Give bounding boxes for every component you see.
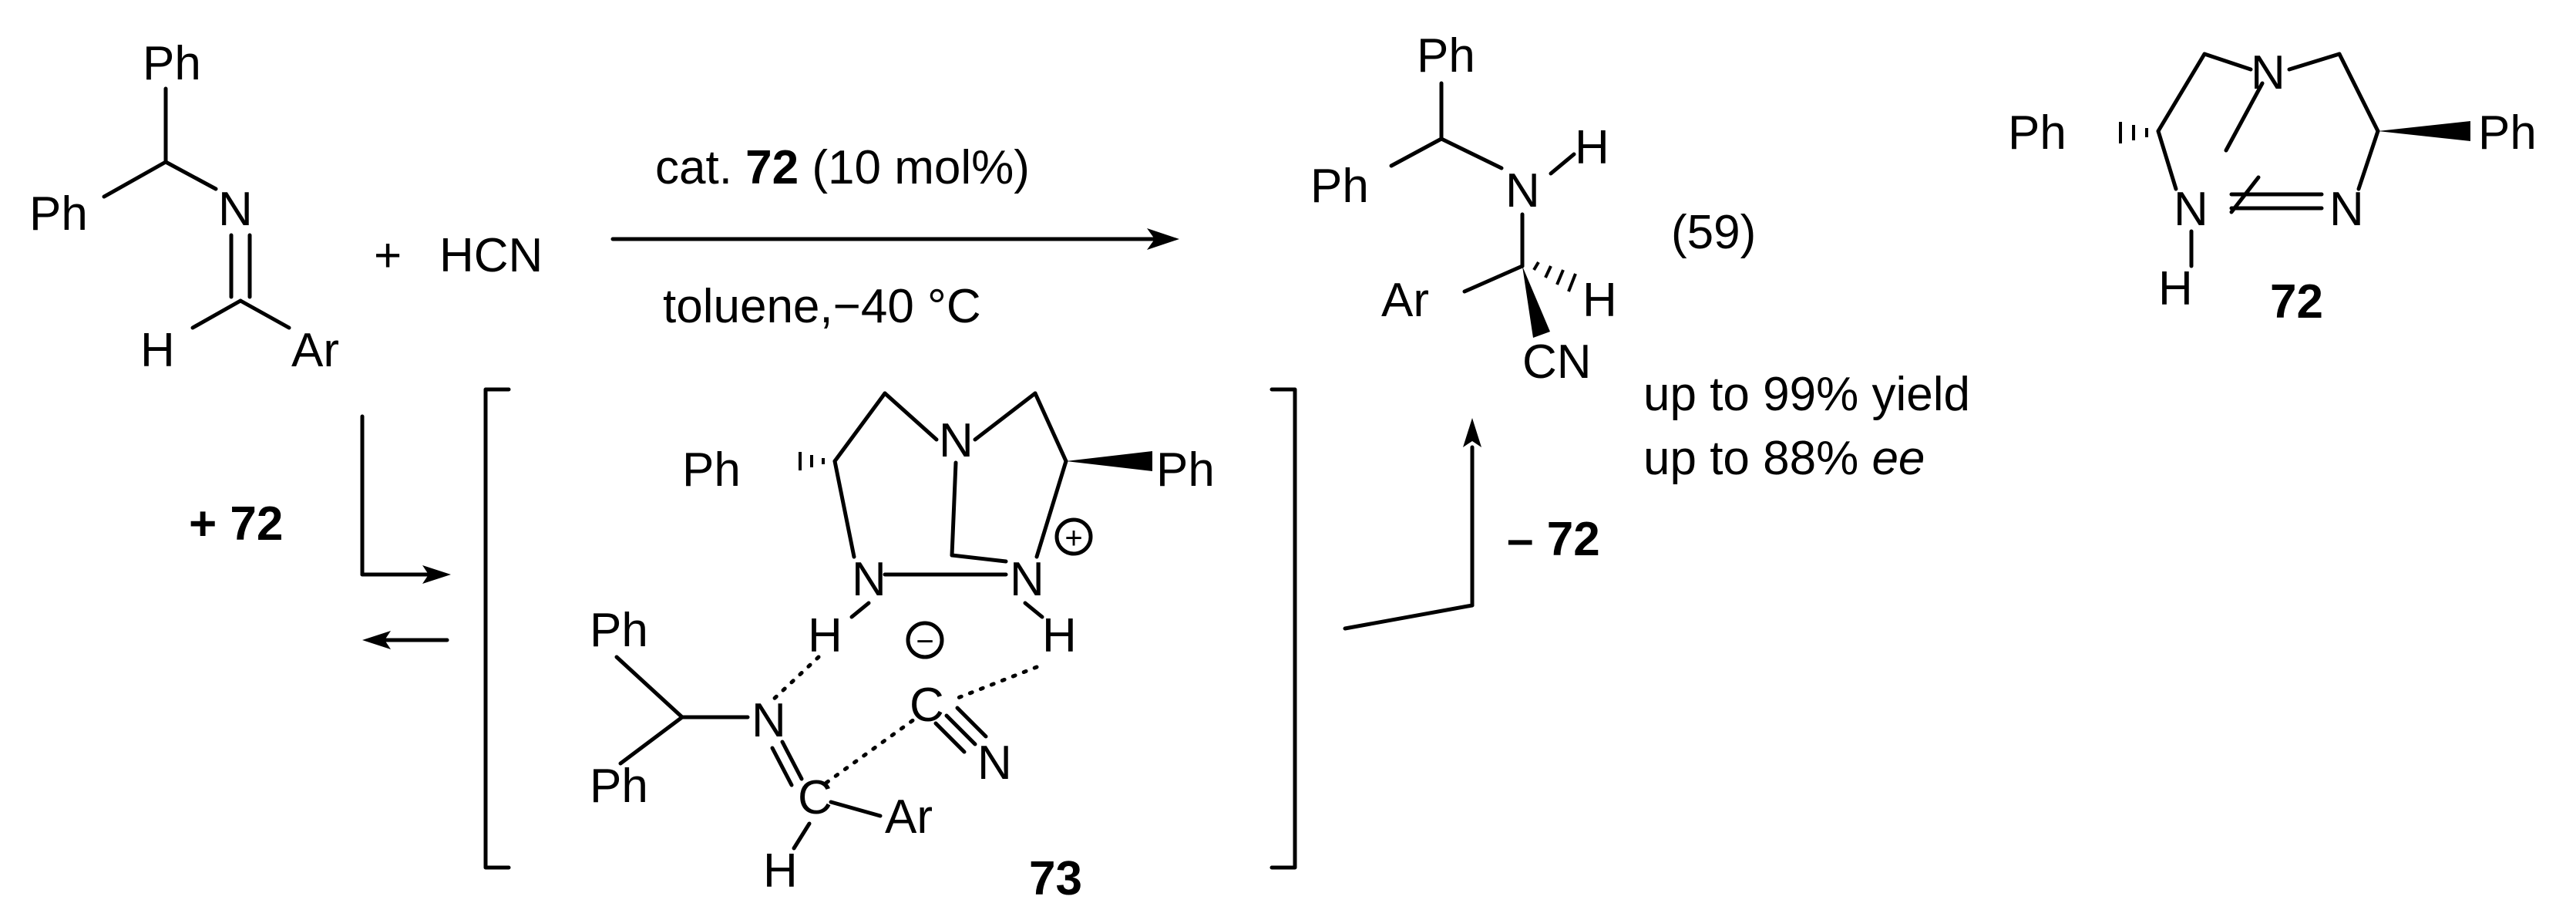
product-h-c: H xyxy=(1582,274,1617,327)
reactant-ph-top: Ph xyxy=(143,37,201,90)
product-n: N xyxy=(1505,164,1540,217)
int-h-right: H xyxy=(1042,609,1077,662)
minus-charge-circle xyxy=(906,621,944,659)
down-arrow-left xyxy=(360,414,451,584)
int-dotted-bonds xyxy=(768,655,1039,785)
int-n-nitrile: N xyxy=(977,736,1012,790)
product-h-n: H xyxy=(1575,121,1609,174)
yield-note: up to 99% yield xyxy=(1643,368,1970,421)
int-minus-sign: − xyxy=(916,625,933,659)
product-ph-top: Ph xyxy=(1417,29,1475,83)
int-ph-sub1: Ph xyxy=(590,604,648,657)
int-h-bottom: H xyxy=(763,844,798,898)
product-aminonitrile: Ph Ph N H Ar H CN xyxy=(1310,29,1617,389)
catalyst-bonds xyxy=(2119,52,2470,268)
catalyst-n-imine: N xyxy=(2329,183,2364,236)
intermediate-number: 73 xyxy=(1029,852,1082,905)
plus-catalyst-label: + 72 xyxy=(189,497,283,551)
plus-sign: + xyxy=(374,229,402,282)
catalyst-72: Ph Ph N N N H 72 xyxy=(2008,46,2537,329)
int-guanidinium-bonds xyxy=(799,391,1152,619)
catalyst-ph-right: Ph xyxy=(2478,106,2537,160)
reactant-ar: Ar xyxy=(291,324,339,377)
int-c-anion: C xyxy=(910,679,944,732)
product-bonds xyxy=(1389,81,1577,338)
int-imine-bonds xyxy=(614,655,883,851)
int-n-left: N xyxy=(852,553,886,606)
conditions-catalyst: cat. 72 (10 mol%) xyxy=(655,141,1030,194)
int-c-imine: C xyxy=(798,771,832,824)
product-ph-left: Ph xyxy=(1310,160,1369,213)
catalyst-h: H xyxy=(2158,262,2193,315)
minus-catalyst-label: – 72 xyxy=(1507,513,1600,566)
reactant-bonds xyxy=(102,86,291,330)
int-wedge-bond xyxy=(1066,451,1152,471)
reactant-imine: Ph Ph N H Ar xyxy=(29,37,339,377)
conditions-solvent-temp: toluene,−40 °C xyxy=(663,280,981,333)
intermediate-73: Ph Ph N N N + H H − C N xyxy=(483,387,1297,905)
int-n-right: N xyxy=(1010,553,1044,606)
equation-number: (59) xyxy=(1671,206,1756,259)
int-ph-sub2: Ph xyxy=(590,760,648,813)
up-arrow-right xyxy=(1343,418,1481,631)
catalyst-wedge-bond xyxy=(2378,121,2470,141)
int-ph-left: Ph xyxy=(682,443,741,497)
int-ph-right: Ph xyxy=(1156,443,1215,497)
catalyst-n-ring: N xyxy=(2174,183,2208,236)
int-n-imine: N xyxy=(752,694,786,747)
product-wedge-bond xyxy=(1522,266,1550,338)
catalyst-ph-left: Ph xyxy=(2008,106,2067,160)
int-ar: Ar xyxy=(885,790,933,844)
plus-charge-circle xyxy=(1054,517,1093,556)
int-n-top: N xyxy=(939,414,974,467)
int-h-left: H xyxy=(808,609,842,662)
product-cn: CN xyxy=(1522,335,1592,389)
ee-note: up to 88% ee xyxy=(1643,432,1925,485)
reactant-ph-left: Ph xyxy=(29,187,88,241)
int-plus-sign: + xyxy=(1064,521,1082,555)
left-bracket xyxy=(483,387,511,870)
reagent-hcn: HCN xyxy=(439,229,543,282)
reactant-h: H xyxy=(140,324,175,377)
right-bracket xyxy=(1270,387,1297,870)
reactant-n: N xyxy=(218,183,253,236)
catalyst-number: 72 xyxy=(2270,275,2323,329)
reaction-arrow xyxy=(610,228,1179,250)
product-ar: Ar xyxy=(1381,274,1429,327)
back-arrow xyxy=(362,631,449,649)
int-cyanide-bonds xyxy=(933,706,988,754)
